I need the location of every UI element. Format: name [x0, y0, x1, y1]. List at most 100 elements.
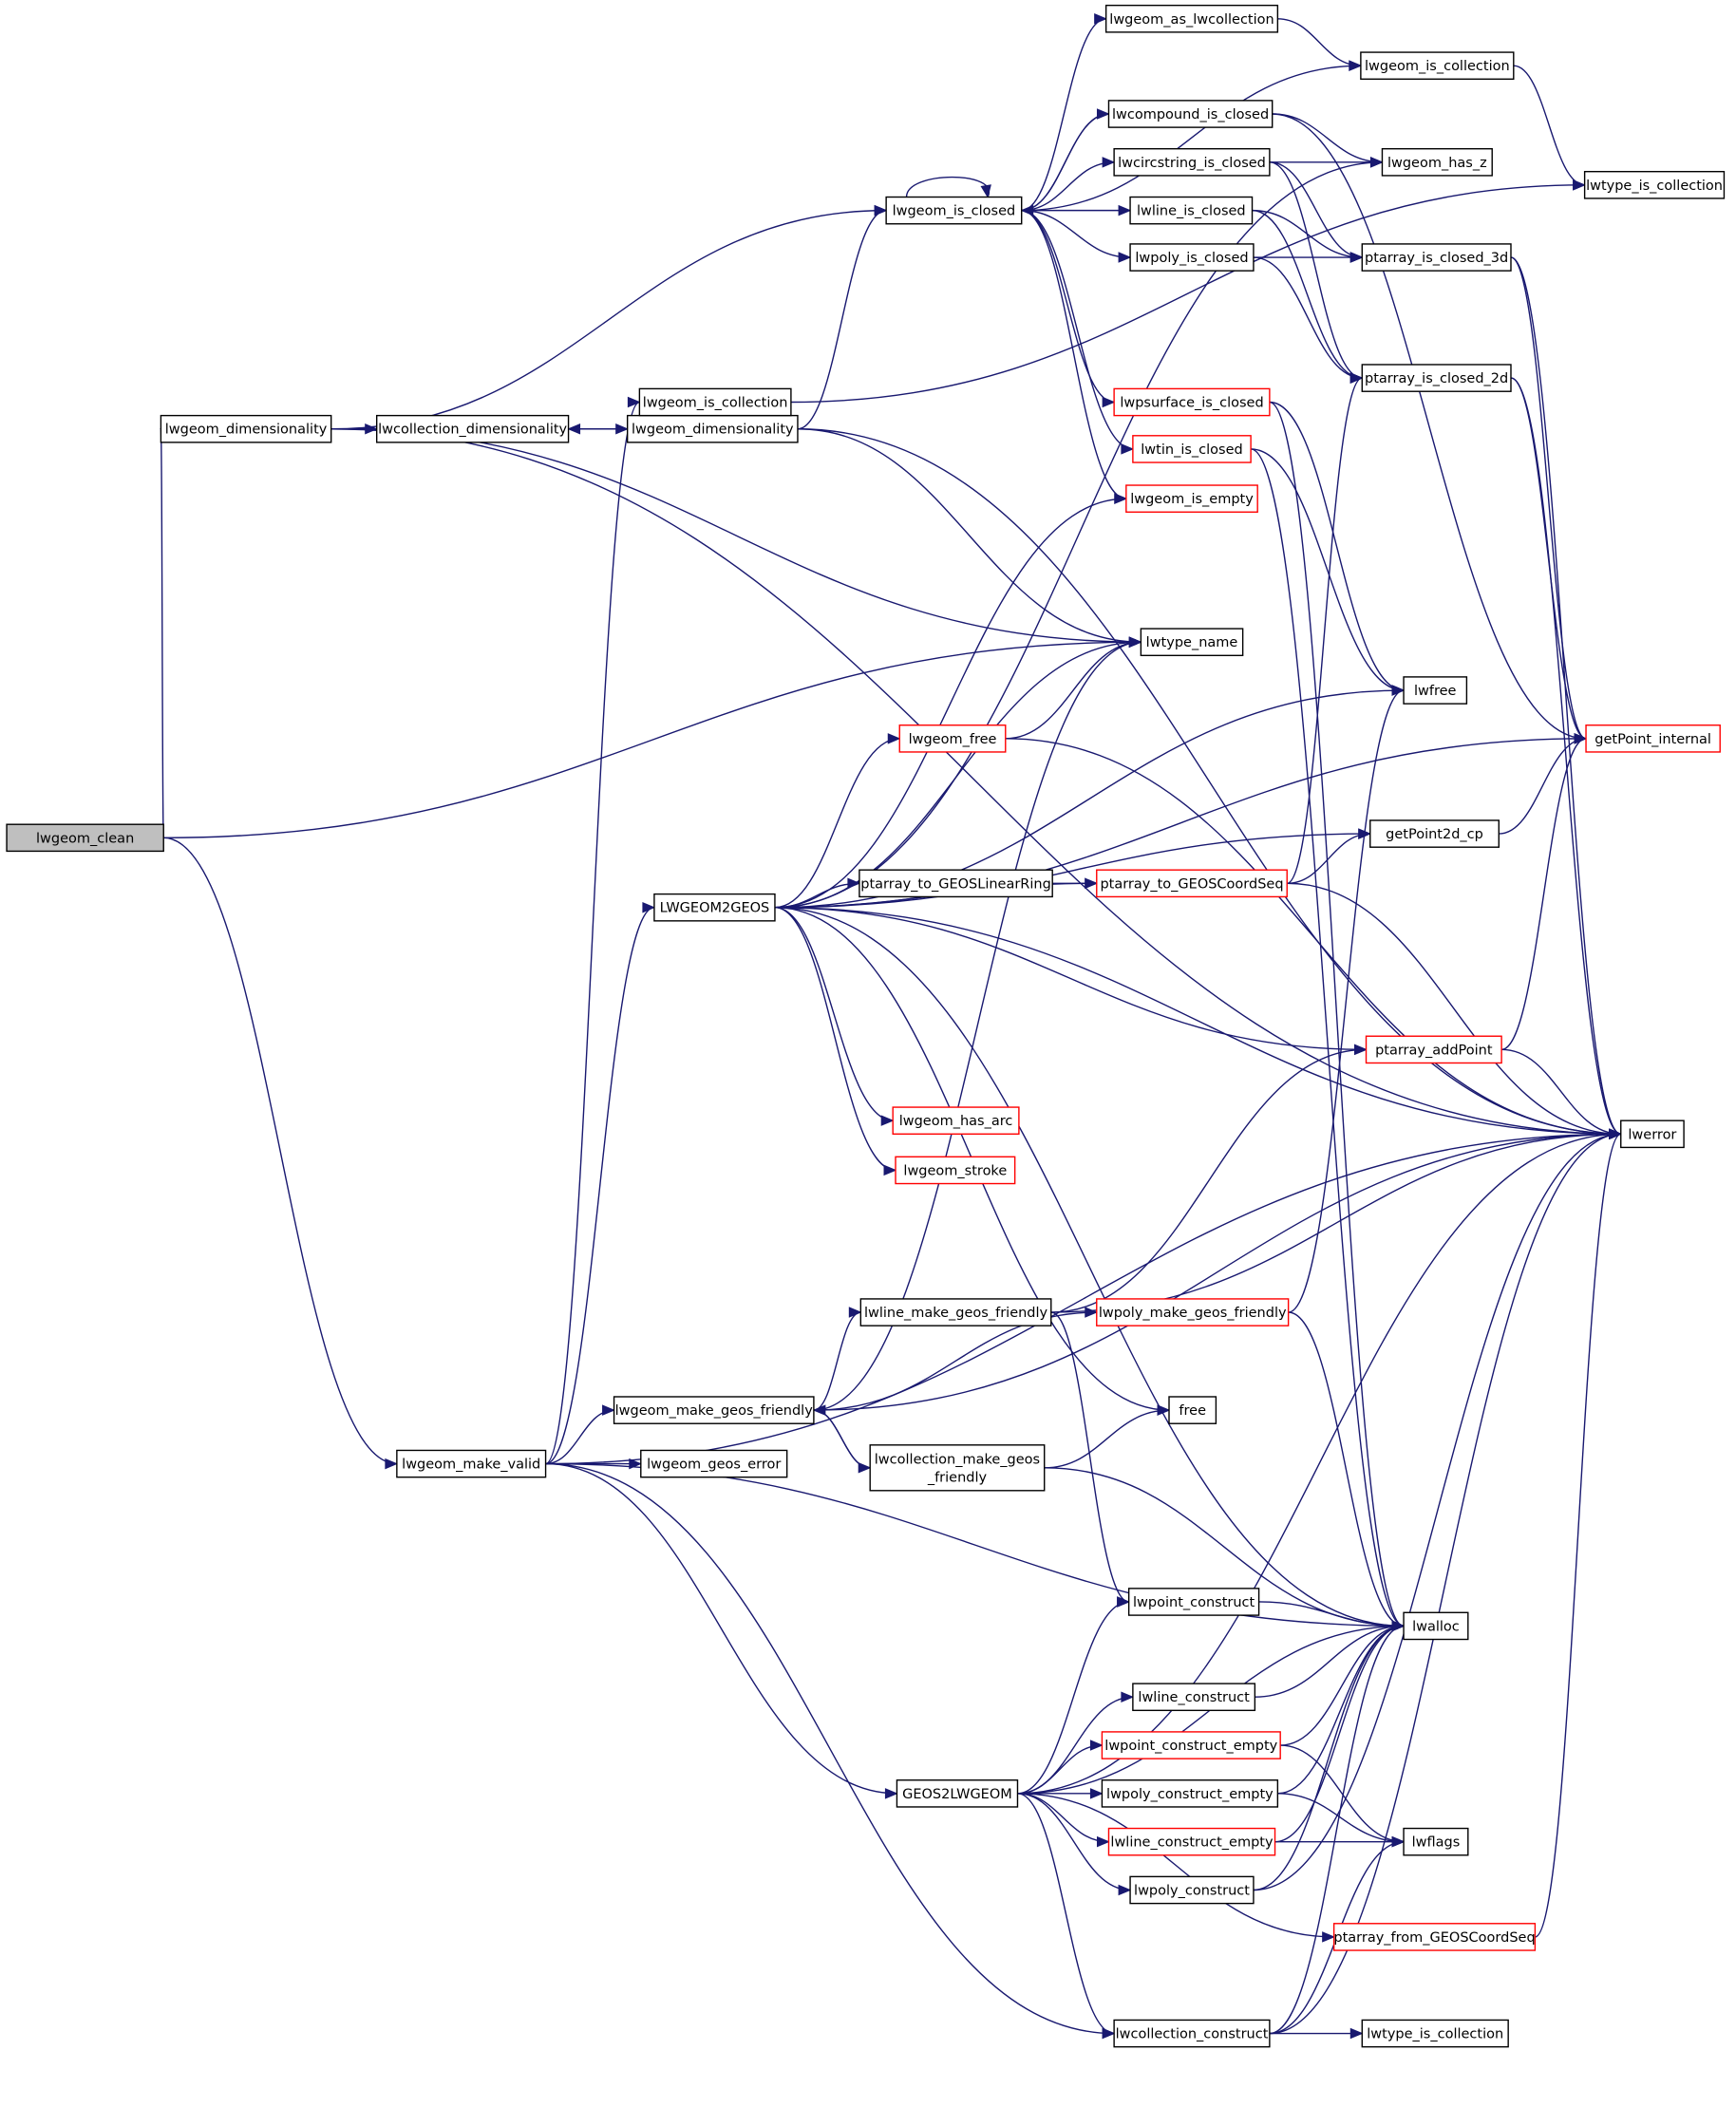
- node-label-lwflags: lwflags: [1412, 1835, 1461, 1851]
- edge-lwgeom_make_valid-to-lwerror: [545, 1133, 1621, 1465]
- node-box-lwtype_is_collection_b: [1361, 2019, 1509, 2048]
- node-lwgeom_dimensionality[interactable]: lwgeom_dimensionality: [160, 414, 332, 443]
- node-lwgeom_free[interactable]: lwgeom_free: [898, 724, 1007, 753]
- node-lwgeom_geos_error[interactable]: lwgeom_geos_error: [640, 1449, 788, 1478]
- node-label-lwpoly_construct: lwpoly_construct: [1134, 1883, 1250, 1898]
- node-ptarray_to_GEOSLinearRing[interactable]: ptarray_to_GEOSLinearRing: [859, 869, 1053, 898]
- edge-lwgeom_clean-to-lwgeom_make_valid: [163, 837, 397, 1465]
- node-lwcollection_dimensionality[interactable]: lwcollection_dimensionality: [375, 414, 570, 443]
- node-box-lwcompound_is_closed: [1107, 100, 1274, 128]
- arrowhead-GEOS2LWGEOM-to-lwpoly_construct: [1118, 1884, 1132, 1896]
- node-lwpoint_construct[interactable]: lwpoint_construct: [1127, 1588, 1260, 1616]
- node-lwcollection_construct[interactable]: lwcollection_construct: [1113, 2019, 1271, 2048]
- node-getPoint_internal[interactable]: getPoint_internal: [1585, 724, 1721, 753]
- node-lwfree[interactable]: lwfree: [1403, 676, 1468, 705]
- node-free[interactable]: free: [1168, 1396, 1217, 1424]
- node-lwpoly_construct[interactable]: lwpoly_construct: [1129, 1875, 1255, 1905]
- node-lwgeom_stroke[interactable]: lwgeom_stroke: [895, 1156, 1016, 1185]
- node-ptarray_is_closed_2d[interactable]: ptarray_is_closed_2d: [1361, 364, 1512, 392]
- node-lwline_construct_empty[interactable]: lwline_construct_empty: [1107, 1827, 1276, 1856]
- node-label-lwcircstring_is_closed: lwcircstring_is_closed: [1118, 156, 1266, 171]
- node-lwpoly_is_closed[interactable]: lwpoly_is_closed: [1129, 243, 1255, 272]
- edge-LWGEOM2GEOS-to-getPoint2d_cp: [774, 833, 1370, 909]
- arrowhead-GEOS2LWGEOM-to-lwpoint_construct: [1117, 1596, 1130, 1608]
- edge-lwpoly_construct-to-lwalloc: [1253, 1625, 1405, 1891]
- node-GEOS2LWGEOM[interactable]: GEOS2LWGEOM: [896, 1779, 1019, 1808]
- edge-GEOS2LWGEOM-to-lwpoly_construct: [1017, 1793, 1131, 1891]
- node-lwgeom_has_z[interactable]: lwgeom_has_z: [1381, 147, 1493, 177]
- node-lwcompound_is_closed[interactable]: lwcompound_is_closed: [1107, 100, 1274, 128]
- node-lwalloc[interactable]: lwalloc: [1403, 1611, 1469, 1641]
- edge-lwcircstring_is_closed-to-ptarray_is_closed_2d: [1269, 161, 1363, 379]
- node-box-lwtype_is_collection_t: [1583, 170, 1726, 199]
- node-lwgeom_has_arc[interactable]: lwgeom_has_arc: [892, 1106, 1020, 1135]
- edge-getPoint2d_cp-to-getPoint_internal: [1499, 738, 1587, 835]
- node-label-lwline_is_closed: lwline_is_closed: [1137, 204, 1246, 219]
- node-box-lwalloc: [1403, 1611, 1469, 1641]
- arrowhead-lwgeom_dimensionality2-to-lwcollection_dimensionality: [567, 423, 581, 435]
- node-LWGEOM2GEOS[interactable]: LWGEOM2GEOS: [653, 893, 776, 922]
- node-box-ptarray_is_closed_2d: [1361, 364, 1512, 392]
- node-lwerror[interactable]: lwerror: [1620, 1119, 1685, 1149]
- node-ptarray_is_closed_3d[interactable]: ptarray_is_closed_3d: [1361, 243, 1512, 272]
- node-ptarray_addPoint[interactable]: ptarray_addPoint: [1365, 1035, 1502, 1064]
- node-lwline_make_geos_friendly[interactable]: lwline_make_geos_friendly: [859, 1298, 1052, 1326]
- node-getPoint2d_cp[interactable]: getPoint2d_cp: [1369, 819, 1500, 848]
- node-lwtype_is_collection_b[interactable]: lwtype_is_collection: [1361, 2019, 1509, 2048]
- node-lwline_construct[interactable]: lwline_construct: [1132, 1683, 1256, 1712]
- node-lwpsurface_is_closed[interactable]: lwpsurface_is_closed: [1113, 387, 1271, 417]
- node-ptarray_from_GEOSCoordSeq[interactable]: ptarray_from_GEOSCoordSeq: [1332, 1923, 1537, 1951]
- edge-lwcollection_make_geos_friendly-to-free: [1044, 1409, 1170, 1469]
- node-lwgeom_is_empty[interactable]: lwgeom_is_empty: [1125, 484, 1258, 513]
- node-label-getPoint_internal: getPoint_internal: [1594, 732, 1711, 747]
- node-box-ptarray_is_closed_3d: [1361, 243, 1512, 272]
- node-lwtype_is_collection_t[interactable]: lwtype_is_collection: [1583, 170, 1726, 199]
- node-label-lwgeom_has_arc: lwgeom_has_arc: [899, 1114, 1013, 1129]
- node-lwflags[interactable]: lwflags: [1403, 1827, 1469, 1856]
- node-box-lwgeom_geos_error: [640, 1449, 788, 1478]
- node-lwcollection_make_geos_friendly[interactable]: lwcollection_make_geos_friendly: [869, 1444, 1046, 1492]
- node-lwgeom_make_geos_friendly[interactable]: lwgeom_make_geos_friendly: [613, 1396, 815, 1424]
- node-box-lwline_construct: [1132, 1683, 1256, 1712]
- node-lwpoly_make_geos_friendly[interactable]: lwpoly_make_geos_friendly: [1096, 1298, 1290, 1326]
- node-box-lwgeom_has_z: [1381, 147, 1493, 177]
- node-lwgeom_make_valid[interactable]: lwgeom_make_valid: [396, 1449, 547, 1478]
- node-label-ptarray_is_closed_3d: ptarray_is_closed_3d: [1365, 251, 1508, 266]
- arrowhead-lwgeom_as_lwcollection-to-lwgeom_is_collection_t: [1349, 60, 1363, 71]
- edge-lwpoly_construct_empty-to-lwflags: [1277, 1793, 1405, 1843]
- node-box-lwfree: [1403, 676, 1468, 705]
- arrowhead-lwgeom_is_closed-to-lwgeom_as_lwcollection: [1094, 13, 1107, 25]
- node-lwgeom_is_collection_m[interactable]: lwgeom_is_collection: [638, 387, 792, 417]
- edge-lwgeom_is_closed-to-lwcircstring_is_closed: [1021, 161, 1115, 212]
- node-lwgeom_is_collection_t[interactable]: lwgeom_is_collection: [1360, 51, 1515, 80]
- node-lwgeom_as_lwcollection[interactable]: lwgeom_as_lwcollection: [1104, 4, 1279, 33]
- node-label-lwgeom_make_valid: lwgeom_make_valid: [402, 1458, 540, 1473]
- node-box-lwline_make_geos_friendly: [859, 1298, 1052, 1326]
- edge-LWGEOM2GEOS-to-lwalloc: [774, 907, 1405, 1627]
- node-label-lwgeom_has_z: lwgeom_has_z: [1387, 156, 1487, 171]
- edge-LWGEOM2GEOS-to-lwgeom_stroke: [774, 907, 896, 1172]
- node-ptarray_to_GEOSCoordSeq[interactable]: ptarray_to_GEOSCoordSeq: [1096, 869, 1288, 898]
- node-label-lwtin_is_closed: lwtin_is_closed: [1141, 442, 1242, 458]
- node-lwpoint_construct_empty[interactable]: lwpoint_construct_empty: [1101, 1731, 1281, 1759]
- edge-lwpsurface_is_closed-to-lwalloc: [1269, 401, 1405, 1627]
- edge-LWGEOM2GEOS-to-lwerror: [774, 907, 1621, 1135]
- node-label-getPoint2d_cp: getPoint2d_cp: [1386, 827, 1483, 842]
- node-lwcircstring_is_closed[interactable]: lwcircstring_is_closed: [1113, 147, 1271, 177]
- node-label-lwgeom_dimensionality: lwgeom_dimensionality: [165, 423, 328, 438]
- edge-lwcompound_is_closed-to-lwgeom_has_z: [1272, 113, 1383, 163]
- node-lwgeom_clean[interactable]: lwgeom_clean: [6, 823, 164, 853]
- node-box-lwpoly_construct: [1129, 1875, 1255, 1905]
- edge-LWGEOM2GEOS-to-lwtype_name: [774, 641, 1142, 909]
- node-lwgeom_dimensionality2[interactable]: lwgeom_dimensionality: [626, 414, 799, 443]
- node-lwgeom_is_closed[interactable]: lwgeom_is_closed: [885, 196, 1023, 225]
- node-lwpoly_construct_empty[interactable]: lwpoly_construct_empty: [1101, 1779, 1279, 1808]
- edge-lwgeom_make_valid-to-LWGEOM2GEOS: [545, 907, 655, 1465]
- arrowhead-lwgeom_dimensionality-to-lwcollection_dimensionality: [365, 423, 378, 435]
- edge-lwcircstring_is_closed-to-ptarray_is_closed_3d: [1269, 161, 1363, 258]
- node-lwtin_is_closed[interactable]: lwtin_is_closed: [1132, 435, 1252, 463]
- node-lwtype_name[interactable]: lwtype_name: [1140, 628, 1244, 657]
- edge-lwline_make_geos_friendly-to-ptarray_addPoint: [1050, 1048, 1367, 1313]
- edge-lwgeom_is_closed-to-lwgeom_as_lwcollection: [1021, 18, 1106, 212]
- node-lwline_is_closed[interactable]: lwline_is_closed: [1129, 196, 1254, 225]
